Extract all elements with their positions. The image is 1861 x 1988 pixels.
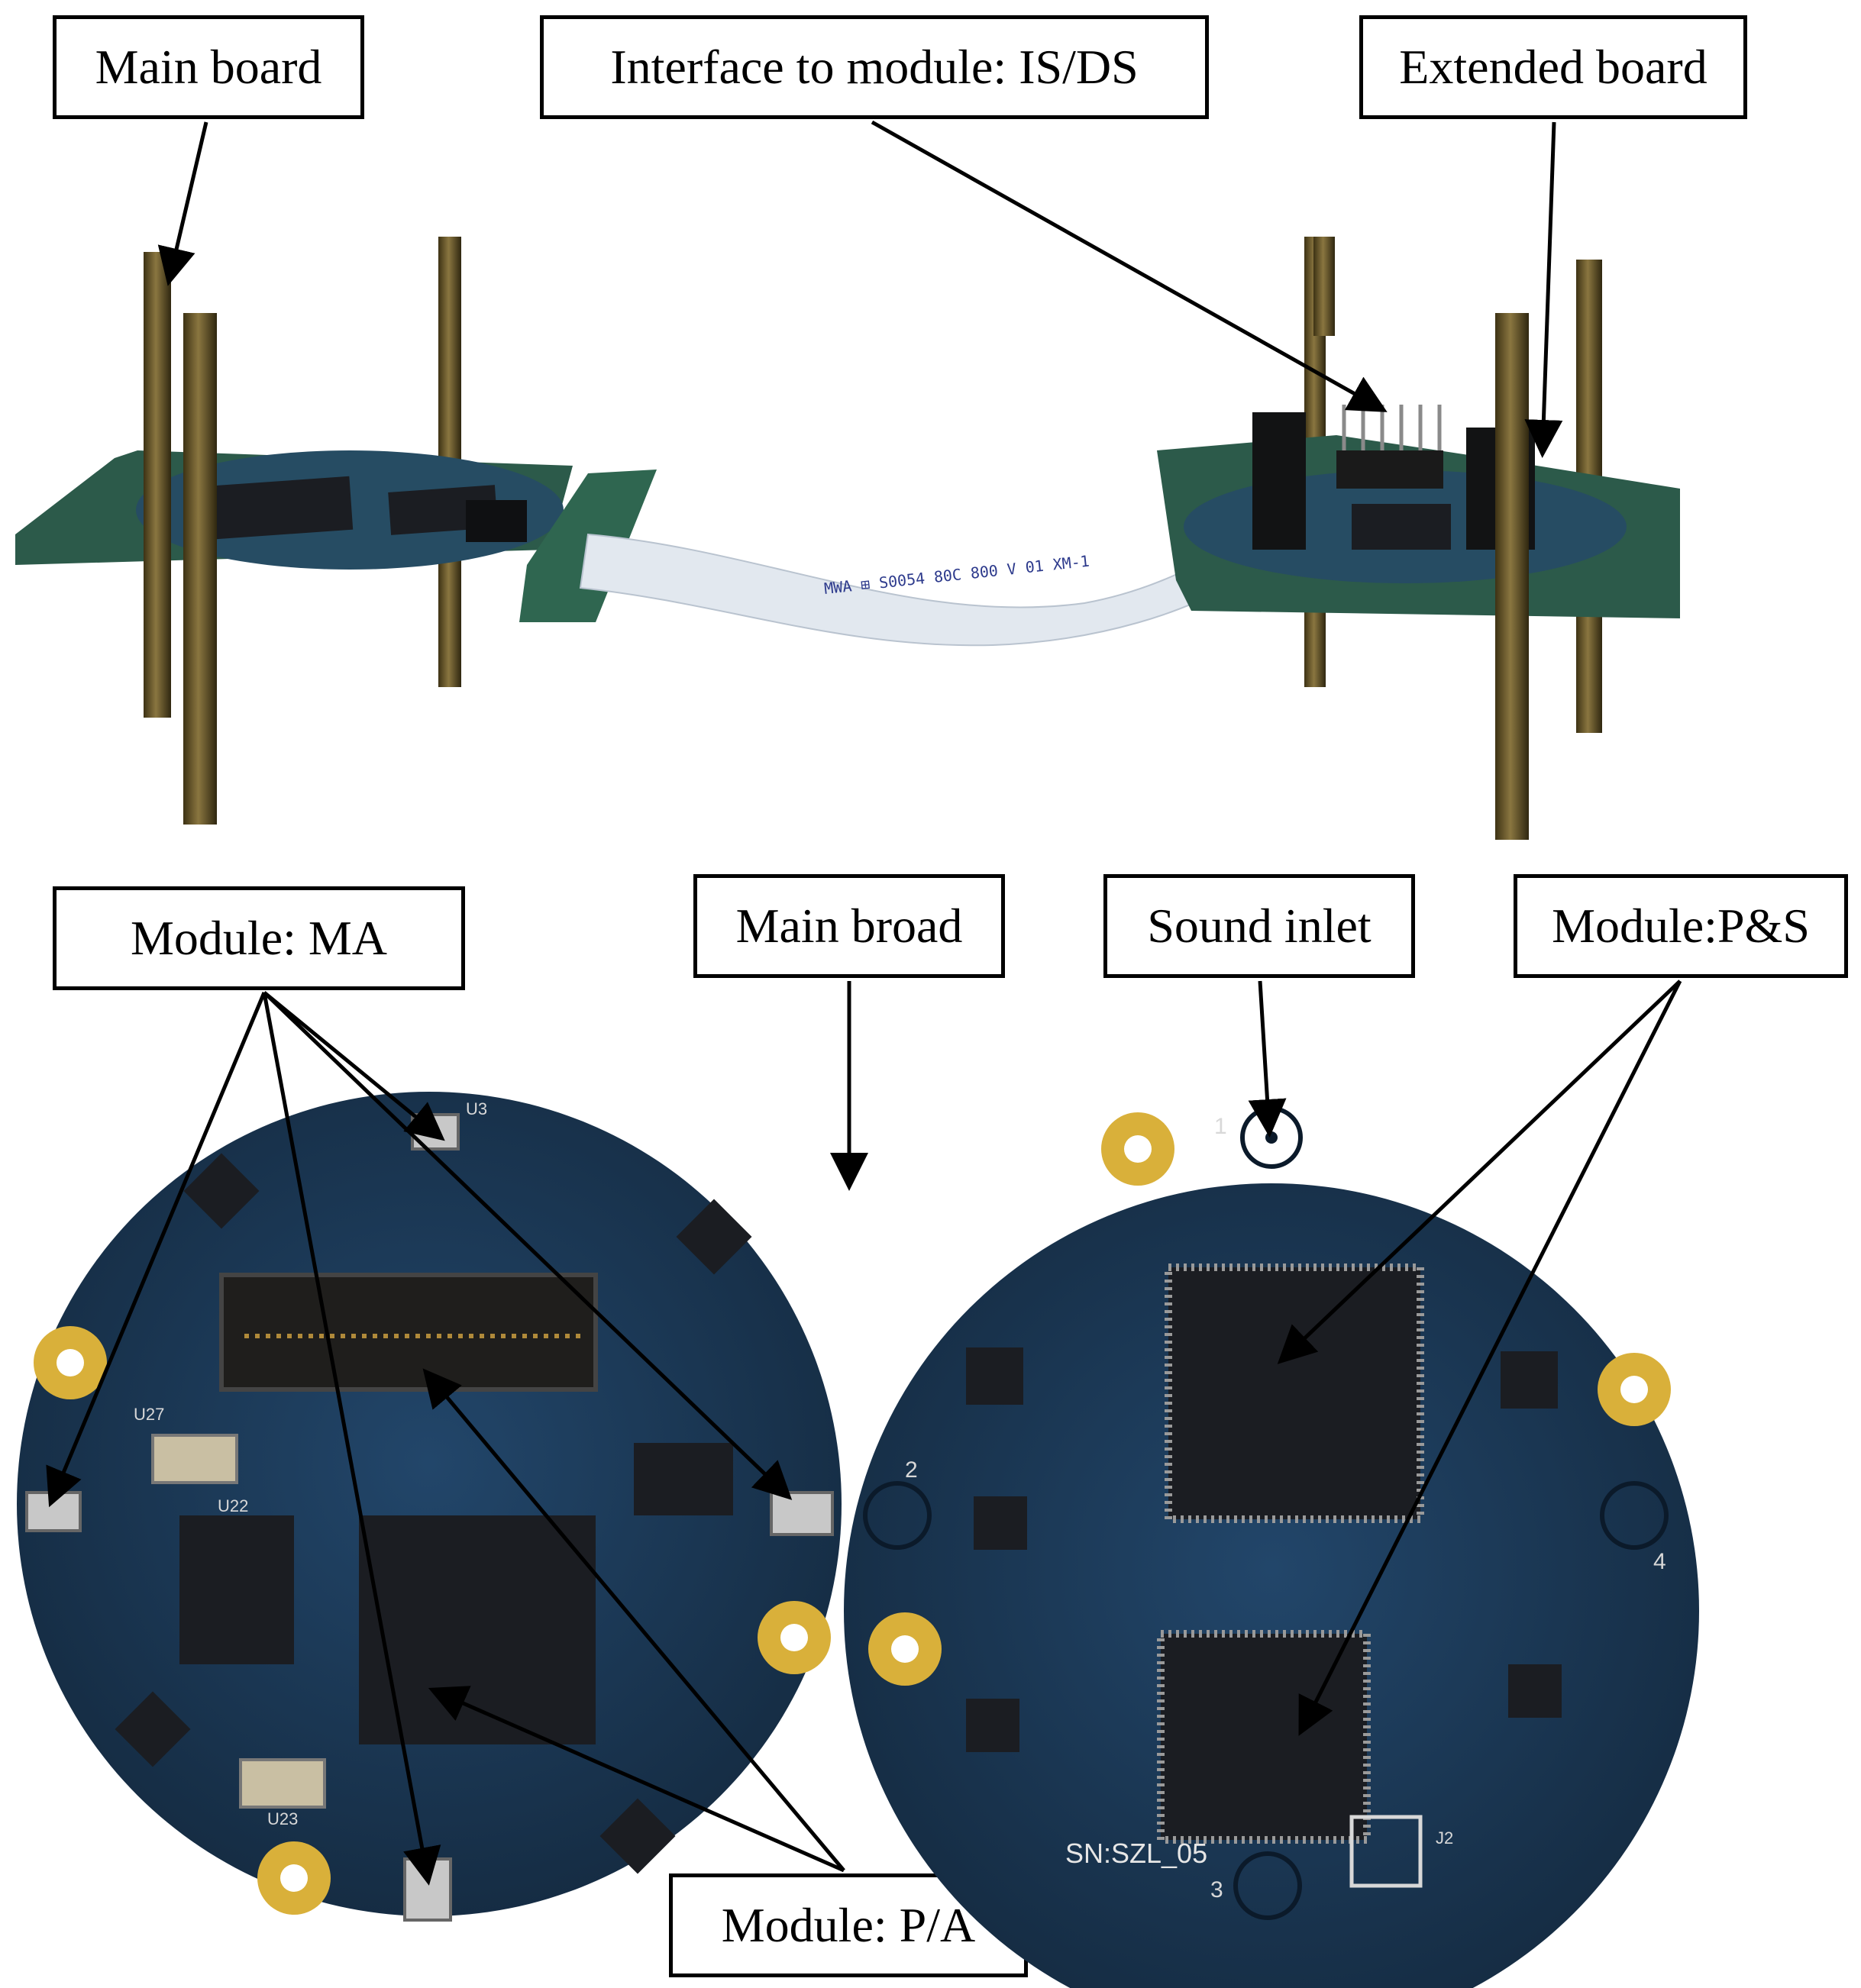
arrow-extended-board bbox=[1524, 121, 1563, 458]
label-interface-module: Interface to module: IS/DS bbox=[540, 15, 1209, 119]
board-bottom-right: SN:SZL_05 1 2 4 3 J2 bbox=[844, 1106, 1699, 1988]
silk-2: 2 bbox=[905, 1457, 918, 1483]
fpc-connector bbox=[219, 1273, 598, 1392]
sound-inlet-hole bbox=[1600, 1481, 1669, 1550]
label-extended-board: Extended board bbox=[1359, 15, 1747, 119]
chip-main bbox=[359, 1515, 596, 1744]
crystal bbox=[239, 1758, 326, 1809]
arrow-ps-1 bbox=[1277, 979, 1682, 1364]
sound-inlet-hole bbox=[863, 1481, 932, 1550]
microphone bbox=[770, 1491, 834, 1536]
standoff bbox=[144, 252, 171, 718]
connector bbox=[466, 500, 527, 542]
silk-u22: U22 bbox=[218, 1496, 248, 1515]
silk-j2: J2 bbox=[1436, 1828, 1453, 1848]
label-main-board: Main board bbox=[53, 15, 364, 119]
flex-cable bbox=[579, 533, 1254, 647]
silk-3: 3 bbox=[1210, 1877, 1223, 1902]
mounting-hole bbox=[1101, 1112, 1174, 1186]
chip-qfp-large bbox=[1165, 1263, 1424, 1523]
chip bbox=[599, 1798, 676, 1874]
arrow-ma-1 bbox=[46, 992, 267, 1508]
arrow-pa-2 bbox=[428, 1686, 845, 1873]
label-main-broad: Main broad bbox=[693, 874, 1005, 978]
crystal bbox=[151, 1434, 238, 1484]
arrow-ma-2 bbox=[263, 991, 445, 1141]
callout-arrows bbox=[46, 120, 1682, 1886]
assembly-photo: MWA ⊞ S0054 80C 800 V 01 XM-1 bbox=[15, 237, 1680, 840]
flex-cable-print: MWA ⊞ S0054 80C 800 V 01 XM-1 bbox=[823, 552, 1090, 598]
chip bbox=[212, 476, 354, 540]
chip bbox=[966, 1347, 1023, 1405]
label-sound-inlet: Sound inlet bbox=[1103, 874, 1415, 978]
chip bbox=[974, 1496, 1027, 1550]
silk-serial: SN:SZL_05 bbox=[1065, 1838, 1207, 1869]
arrow-sound-inlet bbox=[1248, 980, 1287, 1138]
connector-header bbox=[1252, 412, 1306, 550]
mounting-hole bbox=[257, 1841, 331, 1915]
silk-1: 1 bbox=[1214, 1114, 1227, 1139]
arrow-ma-4 bbox=[262, 992, 441, 1886]
chip-u22 bbox=[179, 1515, 294, 1664]
arrow-interface bbox=[871, 120, 1388, 412]
standoff bbox=[183, 313, 217, 825]
silk-u3: U3 bbox=[466, 1099, 487, 1118]
label-module-ma: Module: MA bbox=[53, 886, 465, 990]
arrow-ma-3 bbox=[263, 991, 793, 1500]
chip bbox=[966, 1699, 1019, 1752]
mounting-hole bbox=[1598, 1353, 1671, 1426]
pin-header bbox=[1336, 450, 1443, 489]
arrow-pa-1 bbox=[422, 1368, 845, 1872]
label-module-ps: Module:P&S bbox=[1514, 874, 1848, 978]
chip bbox=[1352, 504, 1451, 550]
chip bbox=[1508, 1664, 1562, 1718]
board-bottom-left: U22 U27 U23 U3 bbox=[17, 1092, 842, 1922]
pcb-disc bbox=[844, 1183, 1699, 1988]
chip bbox=[634, 1443, 733, 1515]
chip bbox=[1501, 1351, 1558, 1409]
sound-inlet-hole bbox=[1233, 1851, 1302, 1920]
silk-u23: U23 bbox=[267, 1809, 298, 1828]
silk-4: 4 bbox=[1653, 1549, 1666, 1574]
standoff bbox=[1313, 237, 1335, 336]
standoff bbox=[1495, 313, 1529, 840]
mounting-hole bbox=[868, 1612, 942, 1686]
mounting-hole bbox=[758, 1601, 831, 1674]
header-j2 bbox=[1349, 1815, 1423, 1888]
silk-u27: U27 bbox=[134, 1405, 164, 1424]
arrow-ps-2 bbox=[1298, 979, 1682, 1736]
arrow-main-board bbox=[157, 121, 208, 286]
chip bbox=[676, 1199, 752, 1275]
mounting-hole bbox=[34, 1326, 107, 1399]
sound-inlet-hole bbox=[1265, 1131, 1278, 1144]
